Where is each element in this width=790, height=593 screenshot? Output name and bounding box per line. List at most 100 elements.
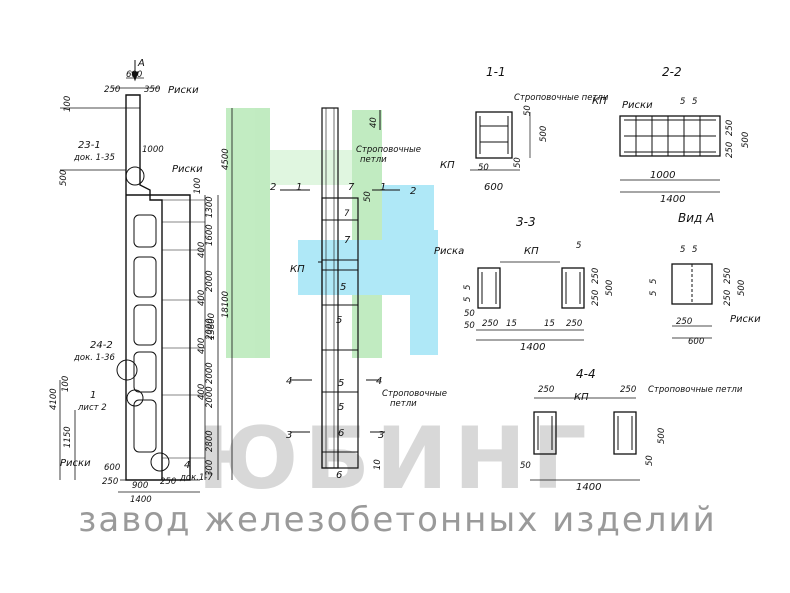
dim-50-3-3b: 50 [464,321,475,331]
dim-1150: 1150 [63,426,73,448]
label-kp-2-2: КП [592,96,607,107]
logo-green-bar-mid [352,110,382,358]
column-elevation [59,60,233,493]
dim-1400-bottom: 1400 [130,495,152,505]
dim-100-low: 100 [61,376,71,392]
dim-50-4-4a: 50 [520,461,531,471]
detail-circle-24-2 [116,359,138,381]
title-view-a: Вид А [678,211,714,225]
opening-1 [133,214,157,248]
dim-300: 300 [205,460,215,476]
logo-green-bar-left [226,108,270,358]
watermark-brand: ЮБИНГ [197,409,592,509]
section-2-2-labels: 2-2 КП Риски 5 5 250 250 500 1000 1400 [592,65,751,205]
num-7a: 7 [344,235,351,246]
cut-4-right: 4 [376,376,382,387]
dim-5-2-2a: 5 [680,97,685,107]
cut-3-left: 3 [286,430,292,441]
dim-250-bottom-a: 250 [102,477,118,487]
dim-15-3-3a: 15 [506,319,517,329]
label-sling-loops-top: Строповочные [356,145,421,155]
dim-5-2-2b: 5 [692,97,697,107]
dim-2000-a: 2000 [205,270,215,292]
label-riski-view: Риски [730,314,761,325]
title-3-3: 3-3 [516,215,536,229]
num-7b: 7 [344,209,350,219]
dim-250-bottom-b: 250 [160,477,176,487]
dim-500-view: 500 [737,280,747,296]
ref-23-1-doc: док. 1-35 [73,153,115,163]
dim-250-4-4b: 250 [620,385,636,395]
column-side-view [280,107,400,469]
section-4-4-labels: 4-4 250 КП 250 Строповочные петли 500 50… [520,367,743,493]
cut-1-right: 1 [380,182,386,193]
dim-4100: 4100 [49,388,59,410]
dim-50-1-1c: 50 [513,157,523,168]
num-5b: 5 [336,315,342,326]
cut-2-right: 2 [410,186,416,197]
section-3-3-labels: 3-3 Риска КП 5 5 5 250 250 500 50 50 250… [434,215,615,353]
dim-1000-2-2: 1000 [650,170,675,181]
label-kp-4-4: КП [574,392,589,403]
logo-green-bar-top [270,150,360,185]
detail-circle-4 [150,452,170,472]
dim-250-3-3a: 250 [591,268,601,284]
dim-400-a: 400 [197,242,207,258]
label-sling-4-4: Строповочные петли [648,385,743,395]
logo-cyan-bar-right [410,230,438,355]
dim-1300: 1300 [205,196,215,218]
dim-50-3-3a: 50 [464,309,475,319]
dim-250-top: 250 [104,85,120,95]
ref-23-1: 23-1 [78,140,101,151]
dim-250-view-b: 250 [723,290,733,306]
dim-100-mid: 100 [193,178,203,194]
opening-2 [133,256,157,298]
watermark-tagline: завод железобетонных изделий [78,500,717,540]
label-kp-1-1: КП [440,160,455,171]
label-sling-loops-low-2: петли [390,399,417,409]
num-5c: 5 [338,378,344,389]
dim-250-view-c: 250 [676,317,692,327]
ref-24-2: 24-2 [90,340,113,351]
view-a [671,263,713,339]
arrow-label-a: А [137,58,145,69]
title-1-1: 1-1 [486,65,506,79]
detail-circle-23-1 [125,166,145,186]
dim-250-view-a: 250 [723,268,733,284]
opening-4 [133,351,157,393]
cut-4-left: 4 [286,376,292,387]
dim-500-3-3: 500 [605,280,615,296]
dim-250-4-4a: 250 [538,385,554,395]
column-body-outline [126,194,191,481]
label-riski-bottom: Риски [60,458,91,469]
ref-4-doc: док.1-7 [179,473,213,483]
dim-2800: 2800 [205,430,215,452]
dim-500-1-1: 500 [539,126,549,142]
ref-4: 4 [184,460,190,471]
label-kp-3-3: КП [524,246,539,257]
dim-250-3-3c: 250 [482,319,498,329]
dim-2000-c: 2000 [205,362,215,384]
cut-7-label: 7 [348,182,355,193]
num-5a: 5 [340,282,346,293]
side-view-labels: Строповочные петли 40 50 КП 2 1 7 1 2 7 … [270,117,447,481]
dim-10: 10 [373,459,383,470]
label-kp-side: КП [290,264,305,275]
dim-1400-4-4: 1400 [576,482,601,493]
dim-15-3-3b: 15 [544,319,555,329]
dim-5-view-c: 5 [649,279,659,284]
watermark-logo [226,108,438,358]
dim-1400-3-3: 1400 [520,342,545,353]
ref-1-sheet: лист 2 [77,403,107,413]
dim-250-2-2b: 250 [725,142,735,158]
label-sling-1-1: Строповочные петли [514,93,609,103]
dim-400-c: 400 [197,338,207,354]
dim-50-1-1a: 50 [523,105,533,116]
dim-250-2-2a: 250 [725,120,735,136]
num-5d: 5 [338,402,344,413]
dim-5-view-b: 5 [692,245,697,255]
num-6a: 6 [338,428,344,439]
title-2-2: 2-2 [662,65,682,79]
dim-600-bottom: 600 [104,463,120,473]
